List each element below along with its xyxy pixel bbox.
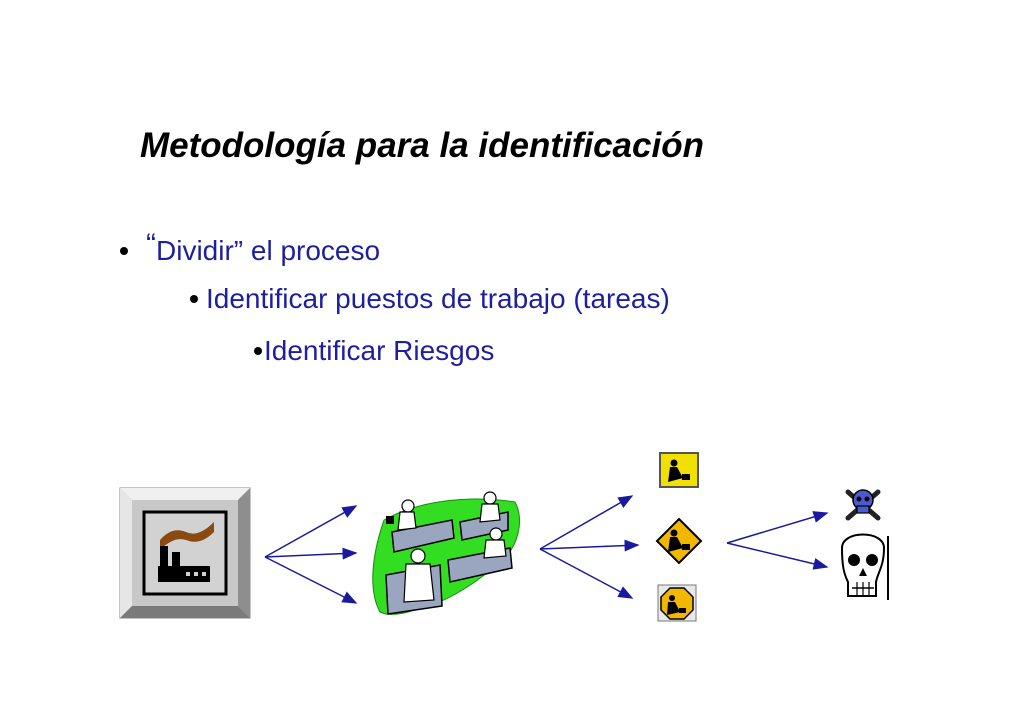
bullet-riesgos: Identificar Riesgos bbox=[254, 335, 494, 367]
hazard-sign-square-icon bbox=[659, 452, 699, 488]
open-quote: “ bbox=[146, 228, 156, 261]
skull-icon bbox=[840, 533, 889, 600]
bullet-dividir: “Dividir” el proceso bbox=[120, 228, 381, 268]
hazard-sign-diamond-icon bbox=[655, 517, 703, 565]
factory-icon bbox=[119, 487, 251, 619]
hazard-sign-octagon-icon bbox=[657, 584, 697, 622]
bullet-word: Dividir bbox=[156, 235, 234, 266]
arrows-to-workers bbox=[264, 505, 358, 604]
bullet-dot bbox=[190, 294, 198, 303]
workers-icon bbox=[372, 491, 521, 615]
bullet-text: Identificar puestos de trabajo (tareas) bbox=[206, 283, 670, 314]
bullet-rest: el proceso bbox=[243, 235, 381, 266]
slide-title: Metodología para la identificación bbox=[140, 126, 704, 165]
bullet-dot bbox=[254, 346, 262, 355]
bullet-dot bbox=[120, 246, 128, 255]
arrows-to-tasks bbox=[539, 495, 640, 599]
bullet-puestos: Identificar puestos de trabajo (tareas) bbox=[190, 283, 670, 315]
skull-crossbones-icon bbox=[845, 489, 881, 521]
bullet-text: Identificar Riesgos bbox=[264, 335, 495, 366]
close-quote: ” bbox=[233, 235, 244, 266]
arrows-to-risks bbox=[726, 511, 829, 570]
